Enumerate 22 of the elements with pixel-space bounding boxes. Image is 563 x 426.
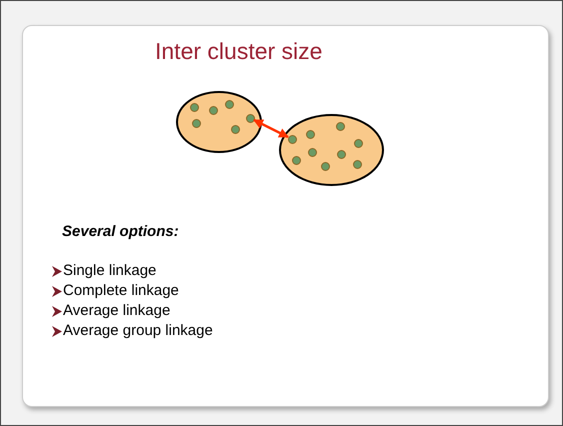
- data-point: [224, 100, 234, 108]
- data-point: [246, 114, 254, 122]
- list-item: Single linkage: [63, 262, 156, 279]
- data-point: [336, 150, 346, 158]
- data-point: [230, 124, 240, 134]
- data-point: [208, 106, 218, 114]
- data-point: [288, 134, 296, 144]
- list-item: Average linkage: [63, 302, 170, 319]
- data-point: [320, 162, 330, 170]
- data-point: [308, 148, 316, 156]
- double-arrow: [253, 118, 289, 138]
- data-point: [292, 156, 300, 164]
- list-item: Average group linkage: [63, 322, 213, 339]
- data-point: [306, 130, 314, 138]
- section-heading: Several options:: [62, 223, 179, 240]
- slide-title: Inter cluster size: [155, 38, 322, 65]
- data-point: [354, 138, 362, 148]
- data-point: [336, 122, 344, 130]
- data-point: [190, 102, 198, 112]
- data-point: [192, 118, 200, 128]
- list-item: Complete linkage: [63, 282, 179, 299]
- data-point: [352, 160, 362, 168]
